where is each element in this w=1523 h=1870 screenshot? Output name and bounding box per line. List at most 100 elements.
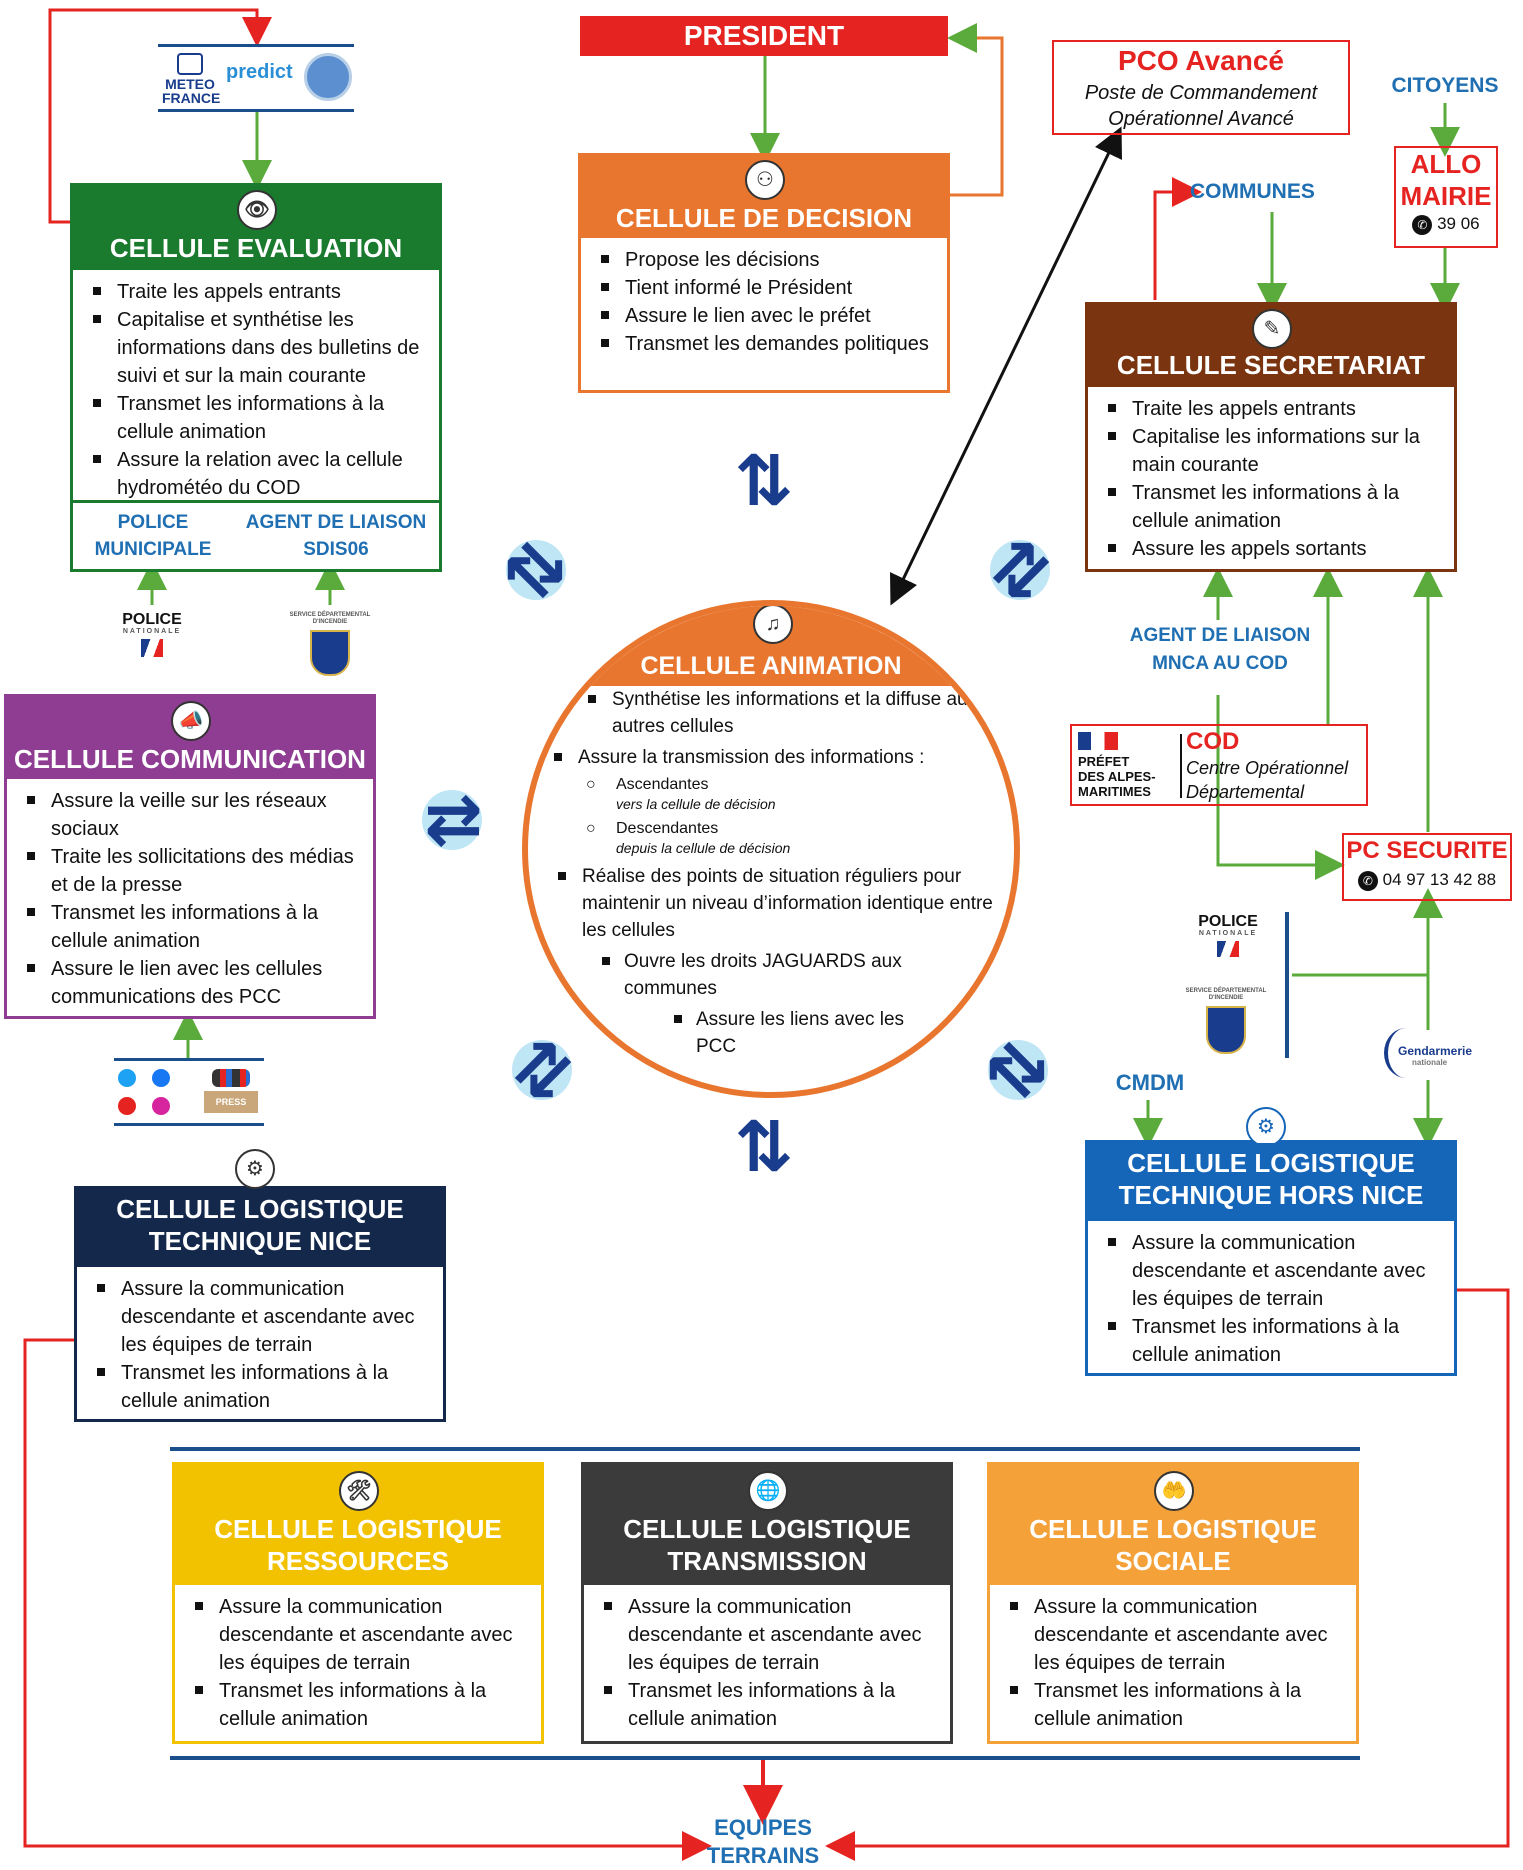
log-sociale-list: Assure la communication descendante et a… — [990, 1585, 1356, 1739]
cellule-evaluation: 👁 CELLULE EVALUATION Traite les appels e… — [70, 183, 442, 572]
log-ressources-list: Assure la communication descendante et a… — [175, 1585, 541, 1739]
list-item: Réalise des points de situation régulier… — [546, 863, 996, 944]
list-item: Transmet les informations à la cellule a… — [89, 1359, 433, 1415]
list-item: Traite les appels entrants — [85, 278, 429, 306]
people-network-icon: ⚇ — [745, 160, 785, 200]
list-item: Assure la communication descendante et a… — [596, 1593, 940, 1677]
communication-title: CELLULE COMMUNICATION — [14, 744, 366, 774]
arrow-logistics-animation: ⇅ — [734, 1108, 794, 1186]
tools-icon: 🛠 — [339, 1471, 379, 1511]
animation-title: CELLULE ANIMATION — [640, 652, 902, 680]
list-item: Capitalise les informations sur la main … — [1100, 423, 1444, 479]
log-transmission-list: Assure la communication descendante et a… — [584, 1585, 950, 1739]
nice-to-equipes — [23, 1338, 712, 1861]
list-item: Transmet les informations à la cellule a… — [19, 899, 363, 955]
secretariat-header: ✎ CELLULE SECRETARIAT — [1088, 305, 1454, 387]
horsnice-to-equipes — [825, 1288, 1510, 1861]
cellule-secretariat: ✎ CELLULE SECRETARIAT Traite les appels … — [1085, 302, 1457, 572]
cellule-decision: ⚇ CELLULE DE DECISION Propose les décisi… — [578, 153, 950, 393]
conductor-icon: ♫ — [753, 606, 793, 644]
list-item: Tient informé le Président — [593, 274, 937, 302]
pc-securite-box: PC SECURITE ✆ 04 97 13 42 88 — [1342, 833, 1512, 901]
secretariat-to-communes — [1153, 177, 1202, 300]
list-item: Assure le lien avec les cellules communi… — [19, 955, 363, 1011]
decision-list: Propose les décisions Tient informé le P… — [581, 238, 947, 364]
allo-mairie-box: ALLO MAIRIE ✆ 39 06 — [1394, 146, 1498, 248]
cod-line2: Départemental — [1186, 782, 1305, 802]
list-item: Assure la communication descendante et a… — [187, 1593, 531, 1677]
citoyens-label: CITOYENS — [1391, 74, 1499, 97]
secretariat-title: CELLULE SECRETARIAT — [1116, 350, 1426, 380]
bottom-separator — [170, 1756, 1360, 1760]
list-item: Assure la communication descendante et a… — [89, 1275, 433, 1359]
pco-avance-box: PCO Avancé Poste de Commandement Opérati… — [1052, 40, 1350, 135]
cod-line1: Centre Opérationnel — [1186, 758, 1349, 778]
caring-hands-icon: 🤲 — [1154, 1471, 1194, 1511]
document-edit-icon: ✎ — [1252, 309, 1292, 349]
log-nice-list: Assure la communication descendante et a… — [77, 1267, 443, 1421]
cellule-animation: ♫ CELLULE ANIMATION Synthétise les infor… — [522, 600, 1020, 1098]
police-nationale-logo-right: POLICE NATIONALE — [1188, 914, 1268, 970]
pc-securite-title: PC SECURITE — [1346, 837, 1508, 864]
cod-title: COD — [1186, 728, 1240, 755]
evaluation-list: Traite les appels entrants Capitalise et… — [73, 270, 439, 508]
list-item: Transmet les informations à la cellule a… — [1100, 479, 1444, 535]
list-item: Transmet les informations à la cellule a… — [596, 1677, 940, 1733]
logistics-network-icon: ⚙ — [1246, 1107, 1286, 1147]
president-banner: PRESIDENT — [580, 16, 948, 56]
list-item: Synthétise les informations et la diffus… — [546, 686, 996, 740]
list-item: Propose les décisions — [593, 246, 937, 274]
arrow-decision-animation: ⇅ — [734, 442, 794, 520]
sdis-logo-right: SERVICE DÉPARTEMENTAL D'INCENDIE — [1178, 988, 1274, 1056]
list-item: Transmet les informations à la cellule a… — [187, 1677, 531, 1733]
list-item: Transmet les informations à la cellule a… — [1100, 1313, 1444, 1369]
decision-header: ⚇ CELLULE DE DECISION — [581, 156, 947, 238]
pco-line1: Poste de Commandement — [1084, 82, 1318, 104]
list-item: Traite les appels entrants — [1100, 395, 1444, 423]
list-item: Assure la communication descendante et a… — [1002, 1593, 1346, 1677]
evaluation-header: 👁 CELLULE EVALUATION — [73, 186, 439, 270]
list-item: Ouvre les droits JAGUARDS aux communes — [546, 948, 996, 1002]
police-nationale-logo: POLICE NATIONALE — [112, 612, 192, 672]
log-hors-nice-list: Assure la communication descendante et a… — [1088, 1221, 1454, 1375]
decision-title: CELLULE DE DECISION — [615, 203, 913, 233]
list-item: Assure la veille sur les réseaux sociaux — [19, 787, 363, 843]
list-item: Traite les sollicitations des médias et … — [19, 843, 363, 899]
smiage-logo — [304, 53, 352, 101]
list-item: Assure les liens avec les PCC — [546, 1006, 996, 1060]
list-item: Transmet les demandes politiques — [593, 330, 937, 358]
gears-icon: ⚙ — [235, 1149, 275, 1189]
list-item: Assure la transmission des informations … — [546, 744, 996, 771]
decision-to-president — [947, 23, 1004, 197]
globe-network-icon: 🌐 — [748, 1471, 788, 1511]
phone-icon: ✆ — [1357, 871, 1378, 891]
cellule-communication: 📣 CELLULE COMMUNICATION Assure la veille… — [4, 694, 376, 1019]
list-item: Assure la communication descendante et a… — [1100, 1229, 1444, 1313]
press-microphones-icon: PRESS — [204, 1069, 258, 1117]
cmdm-label: CMDM — [1115, 1070, 1185, 1095]
social-press-logos: PRESS — [114, 1058, 264, 1126]
pco-title: PCO Avancé — [1118, 45, 1284, 76]
list-item: Capitalise et synthétise les information… — [85, 306, 429, 390]
gendarmerie-logo: Gendarmerie nationale — [1378, 1028, 1478, 1080]
animation-content: Synthétise les informations et la diffus… — [546, 686, 996, 1060]
arrow-communication-animation: ⇅ — [413, 791, 491, 851]
communication-header: 📣 CELLULE COMMUNICATION — [7, 697, 373, 779]
evaluation-title: CELLULE EVALUATION — [109, 233, 403, 263]
phone-icon: ✆ — [1412, 215, 1433, 235]
pco-animation-arrow — [890, 126, 1122, 606]
list-item: Assure les appels sortants — [1100, 535, 1444, 563]
